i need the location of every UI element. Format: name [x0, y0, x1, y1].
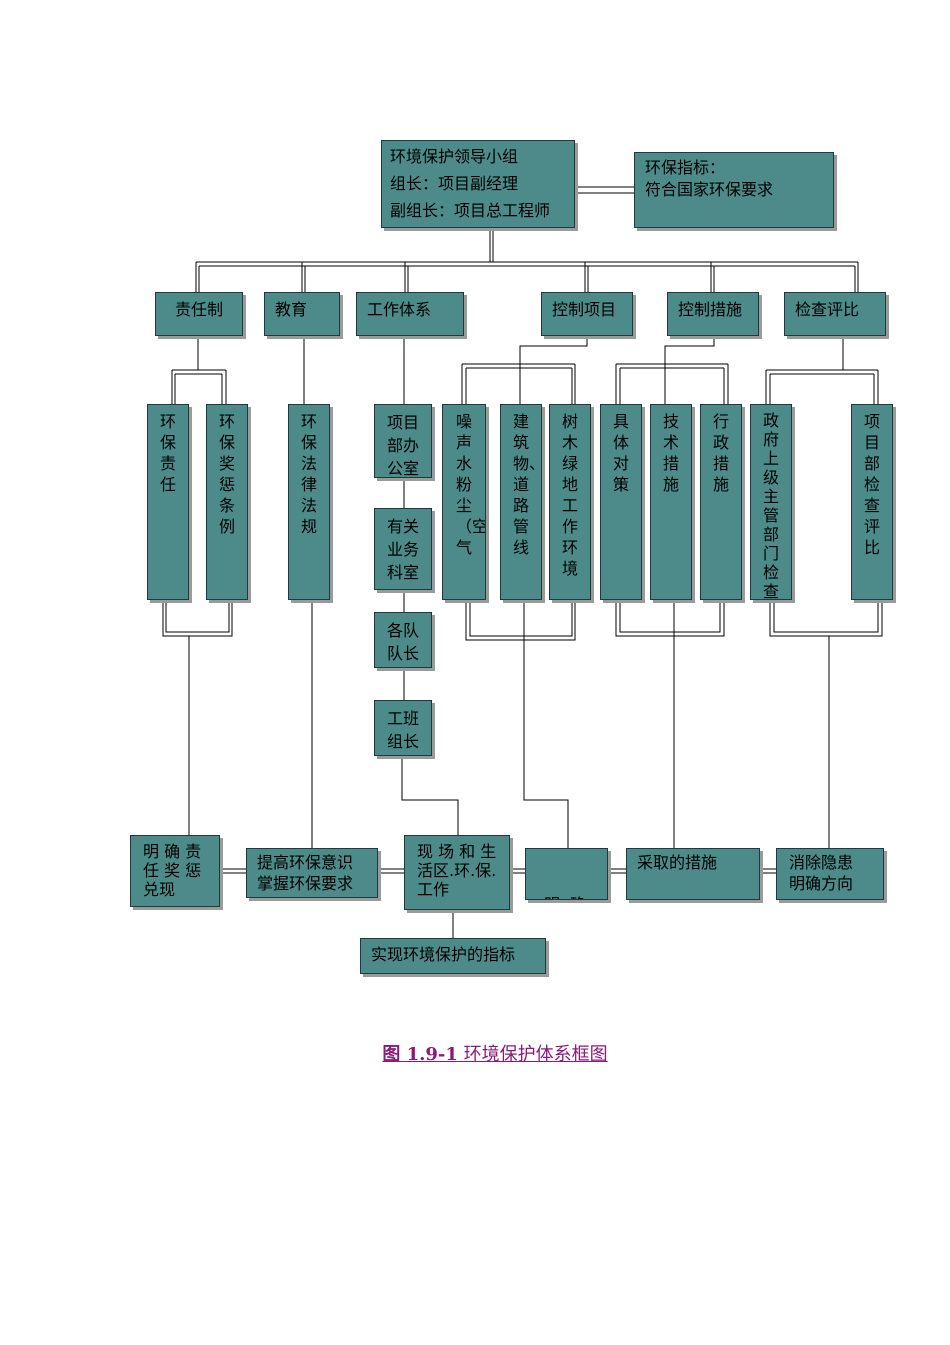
site-work-line-2: 活区.环.保.: [417, 861, 497, 880]
education-label: 教育: [275, 300, 308, 319]
env-law-box: 环保法律法规: [288, 404, 330, 600]
clarify-duty-line-2: 任 奖 惩: [143, 861, 202, 880]
eliminate-hazards-line-2: 明确方向: [789, 874, 854, 893]
education-box: 教育: [264, 292, 340, 336]
team-line-2: 队长: [386, 644, 419, 663]
site-work-line-1: 现 场 和 生: [417, 842, 497, 861]
control-measures-box: 控制措施: [667, 292, 759, 336]
env-rewards-box: 环保奖惩条例: [206, 404, 248, 600]
office-line-1: 项目: [386, 413, 419, 432]
control-items-box: 控制项目: [541, 292, 633, 336]
gov-inspection-label: 政府上级主管部门检查: [763, 411, 780, 600]
specific-measures-box: 具体对策: [600, 404, 642, 600]
eliminate-hazards-box: 消除隐患 明确方向: [776, 848, 884, 900]
env-duty-box: 环保责任: [147, 404, 189, 600]
dept-line-3: 科室: [386, 563, 419, 582]
crew-line-2: 组长: [386, 732, 419, 751]
responsibility-box: 责任制: [155, 292, 243, 336]
trees-green-box: 树木绿地工作环境: [549, 404, 591, 600]
eliminate-hazards-line-1: 消除隐患: [789, 853, 854, 872]
related-dept-box: 有关 业务 科室: [374, 508, 432, 590]
clarify-duty-line-3: 兑现: [143, 880, 176, 899]
buildings-roads-label: 建筑物、道路管线: [513, 412, 542, 557]
buildings-roads-box: 建筑物、道路管线: [500, 404, 542, 600]
clarify-duty-box: 明 确 责 任 奖 惩 兑现: [130, 835, 220, 907]
project-inspection-box: 项目部检查评比: [851, 404, 893, 600]
env-duty-label: 环保责任: [160, 412, 177, 494]
admin-measures-box: 行政措施: [700, 404, 742, 600]
project-office-box: 项目 部办 公室: [374, 404, 432, 478]
office-line-3: 公室: [386, 459, 419, 478]
noise-dust-box: 噪声水粉尘（空气: [442, 404, 486, 600]
gov-inspection-box: 政府上级主管部门检查: [750, 404, 792, 600]
specific-measures-label: 具体对策: [613, 412, 630, 494]
target-line-1: 环保指标：: [645, 158, 726, 177]
leader-group-box: 环境保护领导小组 组长：项目副经理 副组长：项目总工程师: [381, 140, 575, 228]
site-work-box: 现 场 和 生 活区.环.保. 工作: [404, 835, 510, 910]
admin-measures-label: 行政措施: [713, 412, 730, 494]
inspection-box: 检查评比: [784, 292, 886, 336]
env-rewards-label: 环保奖惩条例: [219, 412, 236, 536]
figure-title: 环境保护体系框图: [463, 1044, 608, 1065]
figure-caption: 图 1.9-1 环境保护体系框图: [0, 1040, 950, 1066]
responsibility-label: 责任制: [174, 300, 223, 319]
control-measures-label: 控制措施: [678, 300, 743, 319]
leader-line-3: 副组长：项目总工程师: [390, 201, 551, 220]
leader-line-2: 组长：项目副经理: [390, 174, 519, 193]
clarify-duty-line-1: 明 确 责: [143, 842, 202, 861]
work-system-label: 工作体系: [367, 300, 432, 319]
achieve-target-box: 实现环境保护的指标: [360, 938, 546, 974]
figure-number: 图 1.9-1: [382, 1044, 458, 1065]
clarify-items-line-1: 明 确: [544, 894, 607, 899]
achieve-target-label: 实现环境保护的指标: [371, 945, 516, 964]
technical-measures-box: 技术措施: [650, 404, 692, 600]
dept-line-2: 业务: [386, 540, 419, 559]
trees-green-label: 树木绿地工作环境: [562, 412, 579, 578]
measures-taken-box: 采取的措施: [626, 848, 760, 900]
crew-leader-box: 工班 组长: [374, 700, 432, 756]
clarify-items-box: 明 确 项 目: [525, 848, 608, 900]
technical-measures-label: 技术措施: [663, 412, 680, 494]
measures-taken-line-1: 采取的措施: [637, 853, 718, 872]
work-system-box: 工作体系: [356, 292, 464, 336]
office-line-2: 部办: [386, 436, 419, 455]
target-box: 环保指标： 符合国家环保要求: [634, 152, 834, 228]
raise-awareness-line-1: 提高环保意识: [257, 853, 354, 872]
noise-dust-label: 噪声水粉尘（空气: [456, 412, 486, 557]
team-leader-box: 各队 队长: [374, 612, 432, 668]
crew-line-1: 工班: [386, 709, 419, 728]
raise-awareness-box: 提高环保意识 掌握环保要求: [246, 848, 378, 898]
project-inspection-label: 项目部检查评比: [864, 412, 881, 557]
inspection-label: 检查评比: [795, 300, 860, 319]
site-work-line-3: 工作: [417, 880, 450, 899]
target-line-2: 符合国家环保要求: [645, 180, 774, 199]
control-items-label: 控制项目: [552, 300, 617, 319]
env-law-label: 环保法律法规: [301, 412, 318, 536]
team-line-1: 各队: [386, 621, 419, 640]
leader-line-1: 环境保护领导小组: [390, 147, 519, 166]
raise-awareness-line-2: 掌握环保要求: [257, 874, 354, 893]
dept-line-1: 有关: [386, 517, 419, 536]
